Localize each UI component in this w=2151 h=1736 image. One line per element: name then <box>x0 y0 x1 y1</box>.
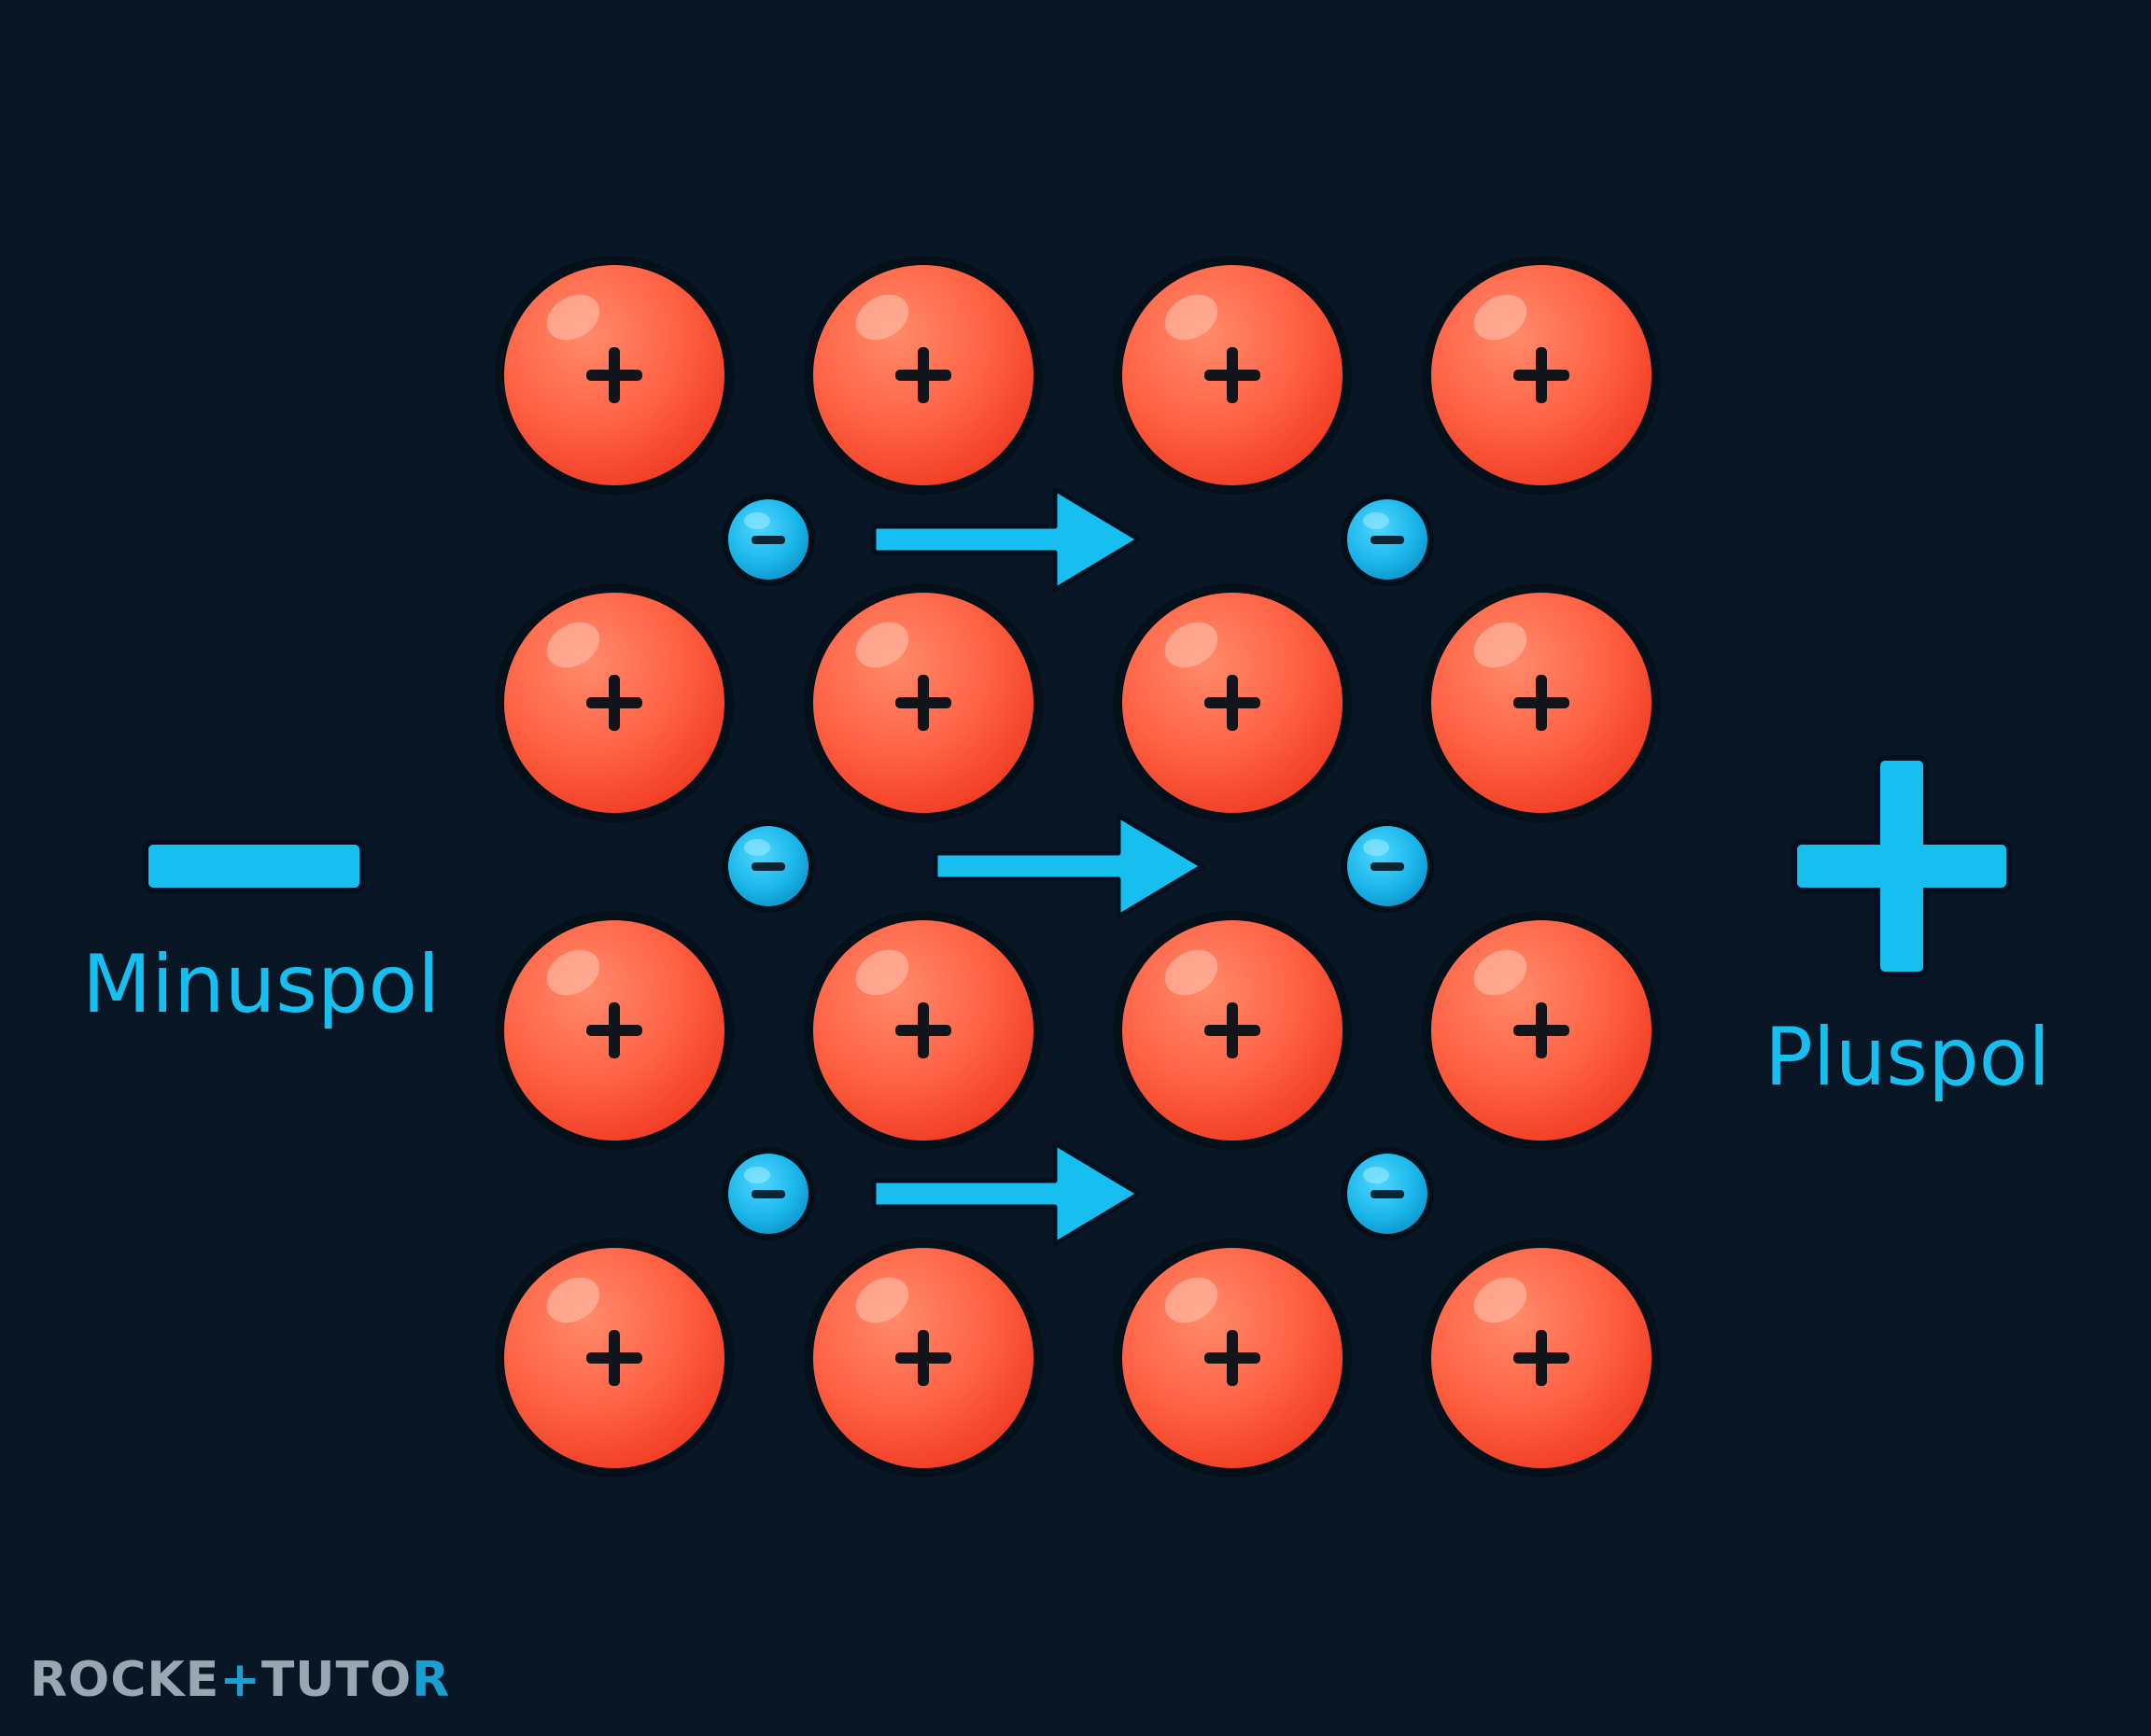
positive-ion <box>804 1239 1043 1477</box>
electron <box>722 493 815 586</box>
positive-ion <box>1113 1239 1352 1477</box>
flow-arrow <box>933 813 1205 919</box>
minus-pole-label: Minuspol <box>82 938 441 1031</box>
positive-ion <box>495 1239 734 1477</box>
electron <box>1341 819 1434 913</box>
electron <box>1341 493 1434 586</box>
flow-arrows <box>871 486 1205 1247</box>
positive-ion <box>804 911 1043 1150</box>
plus-pole-symbol <box>1792 755 2012 977</box>
positive-ion <box>495 911 734 1150</box>
positive-ion <box>495 256 734 495</box>
positive-ion <box>1422 1239 1661 1477</box>
positive-ion <box>1113 583 1352 822</box>
positive-ion <box>1422 256 1661 495</box>
rockettutor-logo: ROCKE+TUTOR <box>30 1652 451 1708</box>
positive-ion <box>804 256 1043 495</box>
electron <box>1341 1147 1434 1240</box>
flow-arrow <box>871 486 1142 593</box>
plus-pole-label: Pluspol <box>1764 1011 2051 1104</box>
positive-ion <box>1113 911 1352 1150</box>
positive-ion <box>1422 911 1661 1150</box>
minus-pole-symbol <box>143 839 365 893</box>
electron <box>722 1147 815 1240</box>
positive-ion <box>495 583 734 822</box>
ion-lattice <box>495 256 1661 1477</box>
positive-ion <box>804 583 1043 822</box>
electron <box>722 819 815 913</box>
positive-ion <box>1422 583 1661 822</box>
flow-arrow <box>871 1141 1142 1247</box>
free-electrons <box>722 493 1434 1240</box>
positive-ion <box>1113 256 1352 495</box>
